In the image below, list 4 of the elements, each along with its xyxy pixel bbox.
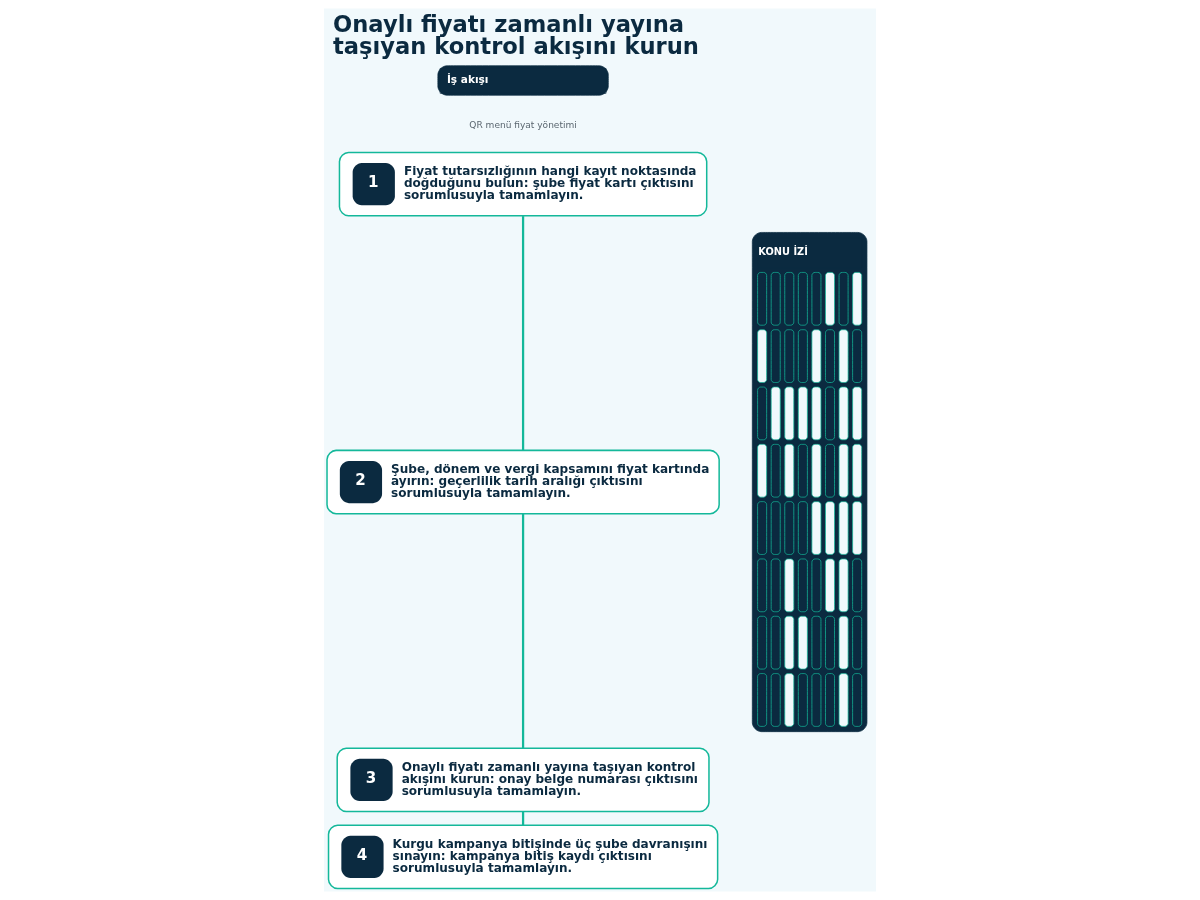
diagram-title: Onaylı fiyatı zamanlı yayına taşıyan kontrol akışını kurun xyxy=(333,10,699,60)
label: KONU İZİ xyxy=(758,245,808,257)
label: QR menü fiyat yönetimi xyxy=(469,119,577,130)
label: İş akışı xyxy=(446,72,489,85)
